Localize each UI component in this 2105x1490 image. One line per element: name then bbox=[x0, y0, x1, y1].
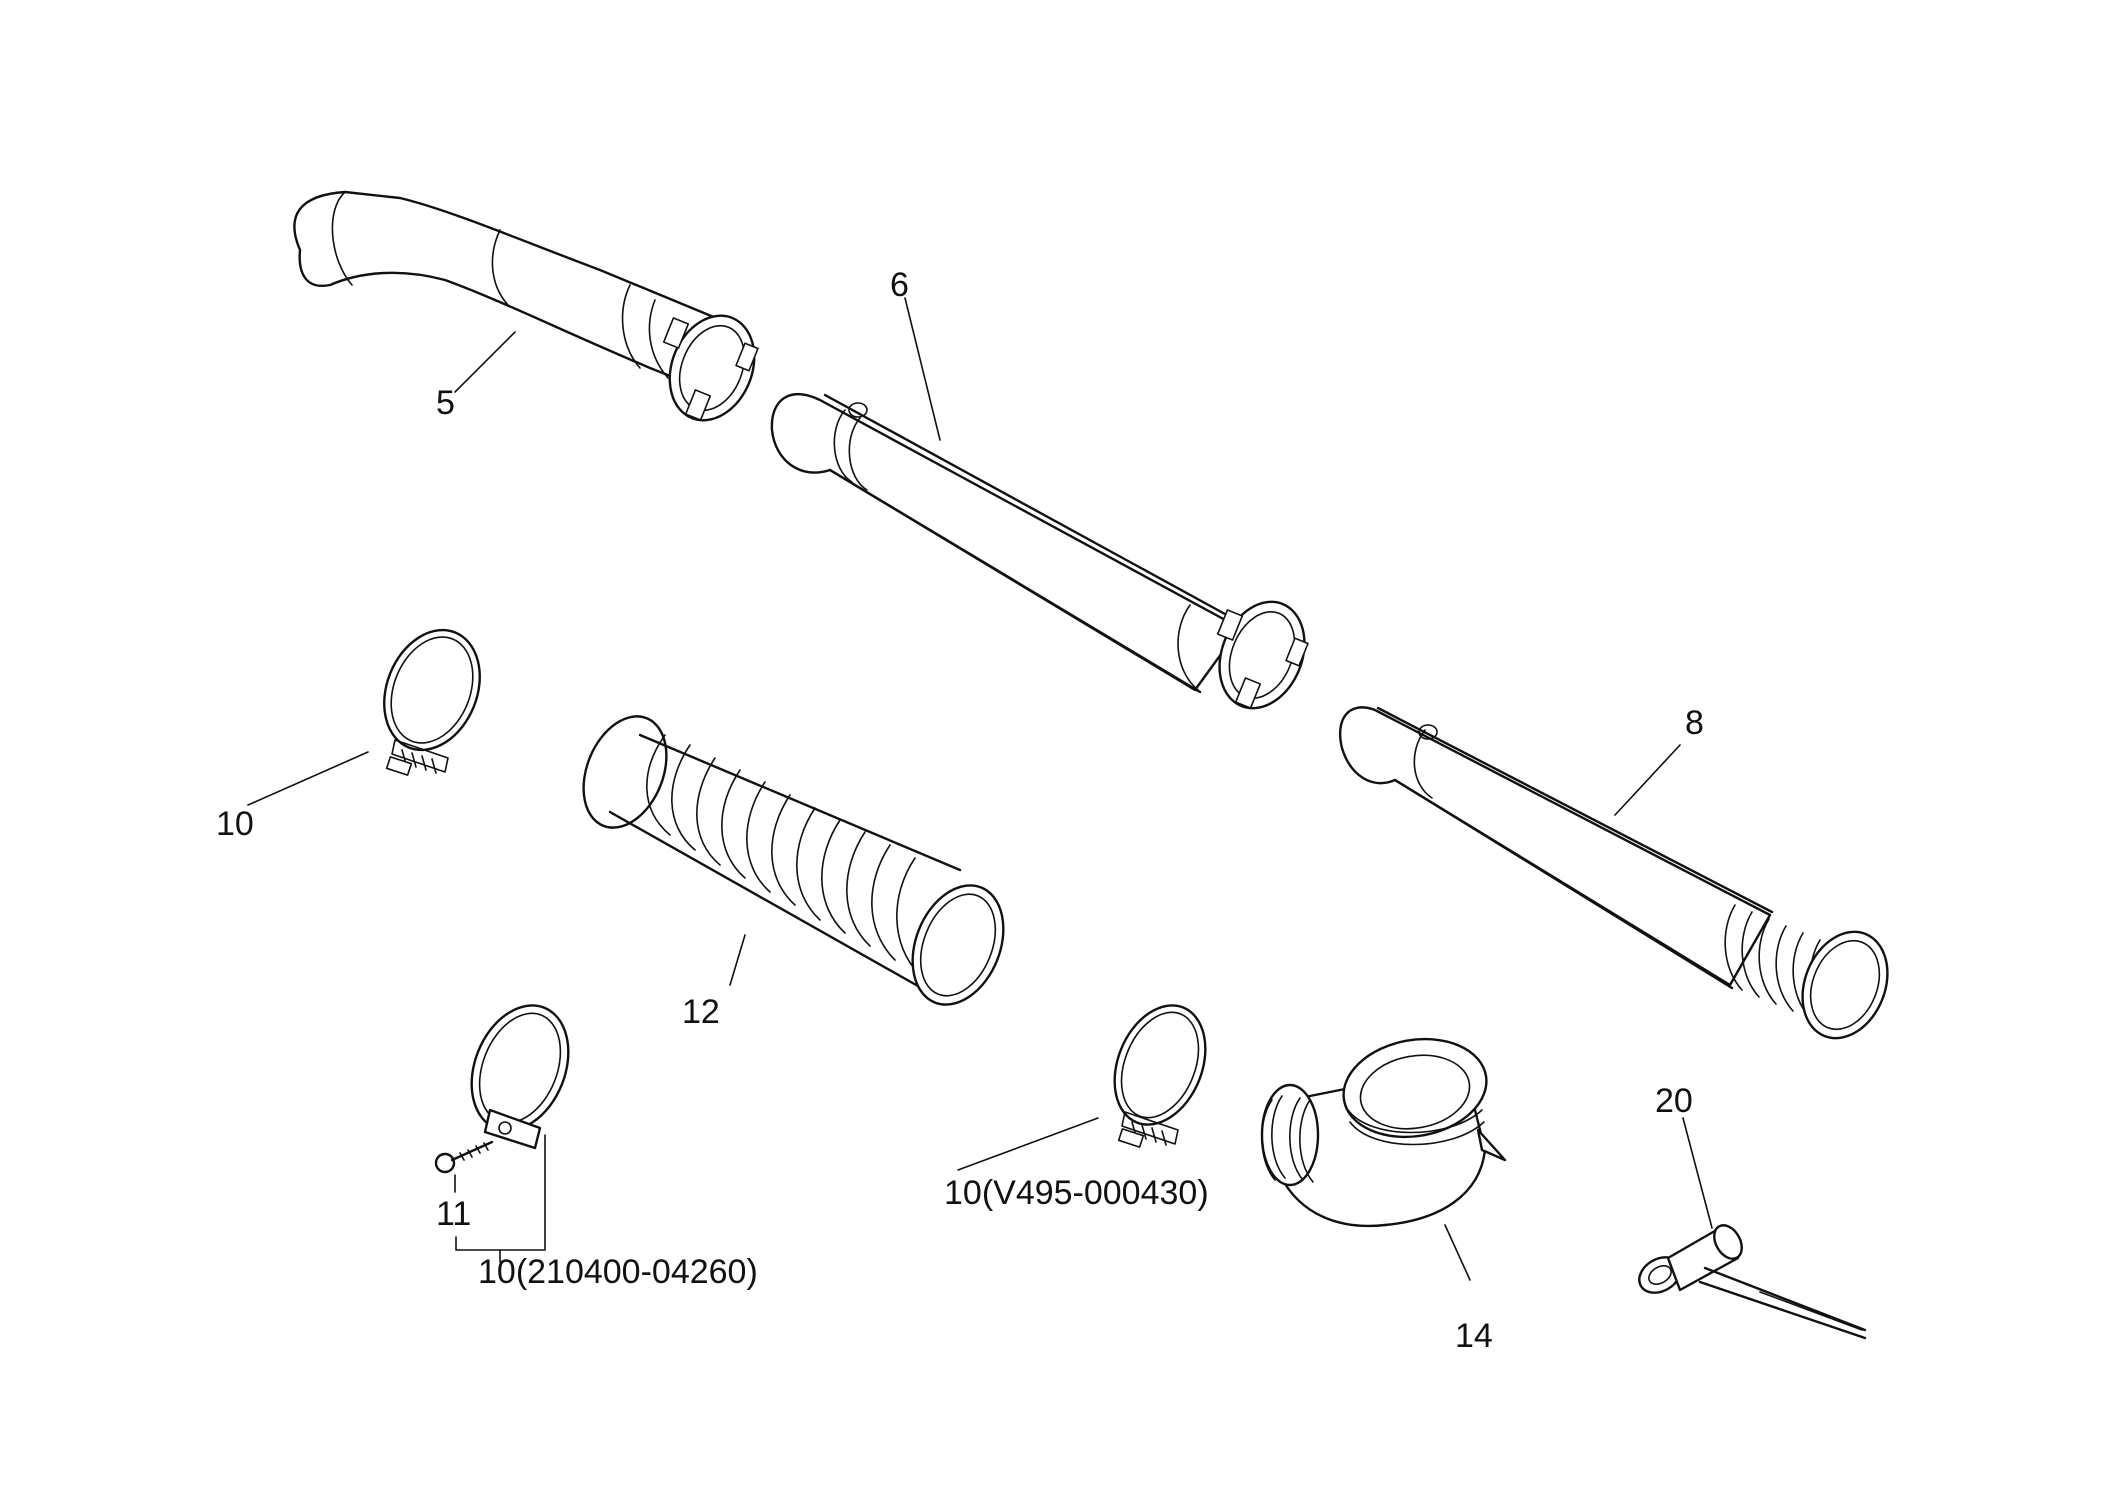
callout-10-v495: 10(V495-000430) bbox=[944, 1174, 1209, 1212]
callout-12: 12 bbox=[682, 993, 720, 1031]
part-11-screw bbox=[434, 1140, 494, 1174]
part-10-hose-clamp-middle bbox=[1113, 1004, 1207, 1148]
callout-14: 14 bbox=[1455, 1317, 1493, 1355]
part-8-nozzle-pipe bbox=[1338, 706, 1889, 1040]
part-6-straight-pipe bbox=[770, 392, 1309, 710]
callout-8: 8 bbox=[1685, 704, 1704, 742]
callout-6: 6 bbox=[890, 266, 909, 304]
callout-10-210400: 10(210400-04260) bbox=[478, 1253, 758, 1291]
part-12-bellows-hose bbox=[582, 715, 1005, 1006]
part-20-plug-wrench bbox=[1638, 1224, 1867, 1340]
callout-11: 11 bbox=[436, 1195, 471, 1233]
part-10-hose-clamp-left bbox=[383, 628, 481, 776]
part-5-elbow-pipe bbox=[293, 190, 759, 422]
part-14-elbow-connector bbox=[1260, 1037, 1507, 1228]
leader-lines bbox=[247, 297, 1713, 1281]
callout-10: 10 bbox=[216, 805, 254, 843]
callout-5: 5 bbox=[436, 384, 455, 422]
callout-labels: 5 6 8 10 12 10(V495-000430) 11 10(210400… bbox=[216, 266, 1704, 1355]
callout-20: 20 bbox=[1655, 1082, 1693, 1120]
part-10-band-clamp bbox=[470, 1004, 570, 1150]
